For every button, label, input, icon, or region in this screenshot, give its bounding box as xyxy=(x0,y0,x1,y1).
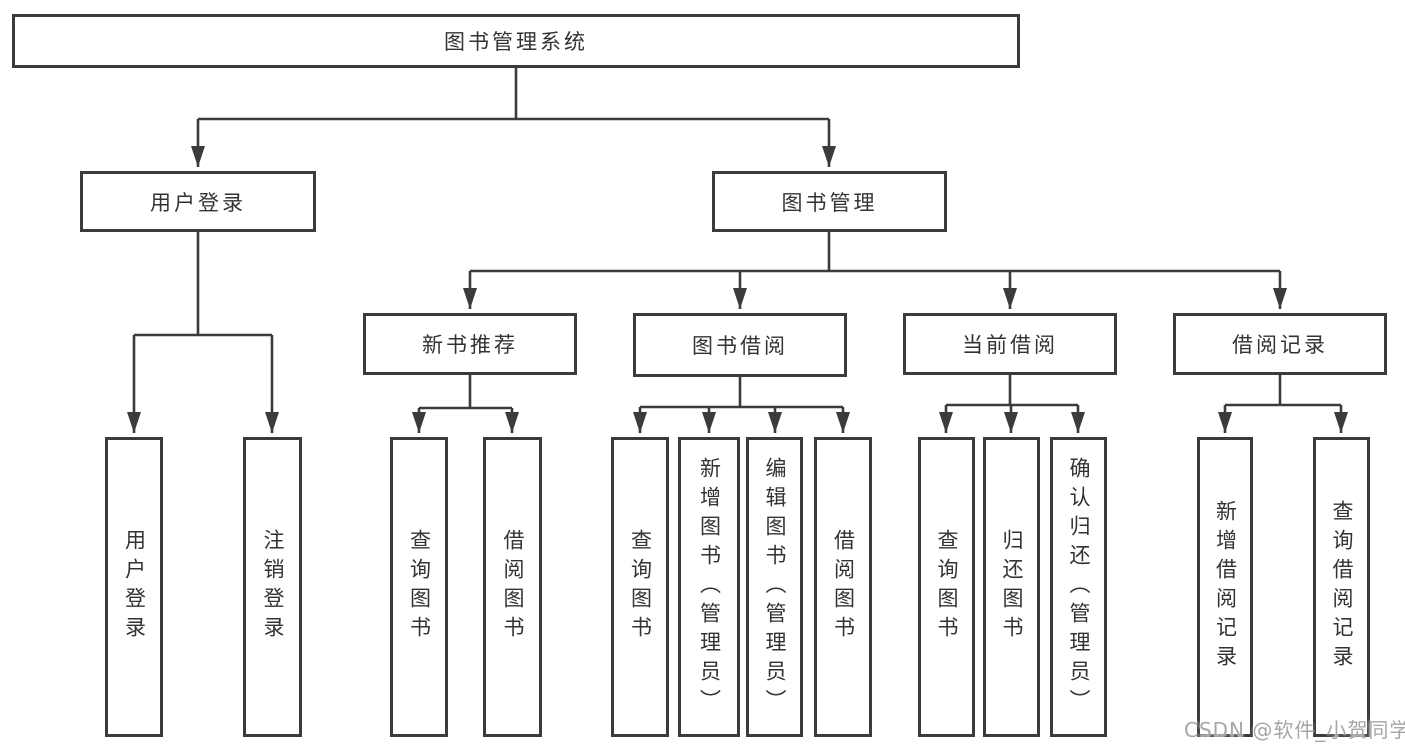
node-label: 借阅记录 xyxy=(1232,333,1328,357)
node-label: 用户登录 xyxy=(122,529,147,645)
node-label: 查询图书 xyxy=(935,529,959,645)
node-root: 图书管理系统 xyxy=(12,14,1020,68)
node-user-login: 用户登录 xyxy=(80,171,316,232)
node-label: 当前借阅 xyxy=(962,333,1058,357)
node-label: 查询借阅记录 xyxy=(1330,500,1354,674)
node-book-mgmt: 图书管理 xyxy=(712,171,947,232)
node-leaf-nb-query: 查询图书 xyxy=(390,437,448,737)
node-new-book: 新书推荐 xyxy=(363,313,577,375)
node-leaf-bb-edit: 编辑图书（管理员） xyxy=(746,437,803,737)
node-leaf-cb-query: 查询图书 xyxy=(918,437,975,737)
node-leaf-br-query: 查询借阅记录 xyxy=(1313,437,1370,737)
connector-book-borrow xyxy=(633,377,850,433)
node-leaf-logout: 注销登录 xyxy=(243,437,302,737)
node-book-borrow: 图书借阅 xyxy=(633,313,847,377)
node-label: 新增借阅记录 xyxy=(1213,500,1238,674)
connector-book-mgmt xyxy=(463,232,1287,309)
node-label: 新书推荐 xyxy=(422,333,518,357)
connector-current-borrow xyxy=(939,375,1085,433)
node-label: 编辑图书（管理员） xyxy=(763,456,787,718)
node-leaf-bb-add: 新增图书（管理员） xyxy=(678,437,740,737)
node-label: 查询图书 xyxy=(628,529,653,645)
connector-new-book xyxy=(412,375,519,433)
node-label: 图书管理 xyxy=(781,190,878,215)
node-label: 用户登录 xyxy=(150,190,246,215)
node-leaf-cb-confirm: 确认归还（管理员） xyxy=(1050,437,1107,737)
node-leaf-nb-borrow: 借阅图书 xyxy=(483,437,542,737)
node-leaf-bb-borrow: 借阅图书 xyxy=(814,437,872,737)
node-label: 图书管理系统 xyxy=(444,30,588,54)
node-leaf-bb-query: 查询图书 xyxy=(611,437,669,737)
csdn-watermark: CSDN @软件_小贺同学 xyxy=(1184,718,1405,742)
node-current-borrow: 当前借阅 xyxy=(903,313,1117,375)
node-borrow-record: 借阅记录 xyxy=(1173,313,1387,375)
connector-root xyxy=(191,66,836,167)
node-label: 借阅图书 xyxy=(831,529,856,645)
connector-borrow-record xyxy=(1218,375,1348,433)
node-label: 查询图书 xyxy=(407,529,432,645)
node-label: 新增图书（管理员） xyxy=(697,456,722,718)
node-label: 借阅图书 xyxy=(501,529,525,645)
node-leaf-cb-return: 归还图书 xyxy=(983,437,1040,737)
connector-user-login xyxy=(127,232,279,433)
node-label: 图书借阅 xyxy=(692,334,788,358)
node-label: 确认归还（管理员） xyxy=(1067,456,1091,718)
node-leaf-user-login: 用户登录 xyxy=(105,437,163,737)
node-leaf-br-add: 新增借阅记录 xyxy=(1197,437,1253,737)
node-label: 注销登录 xyxy=(261,529,285,645)
node-label: 归还图书 xyxy=(1000,529,1024,645)
